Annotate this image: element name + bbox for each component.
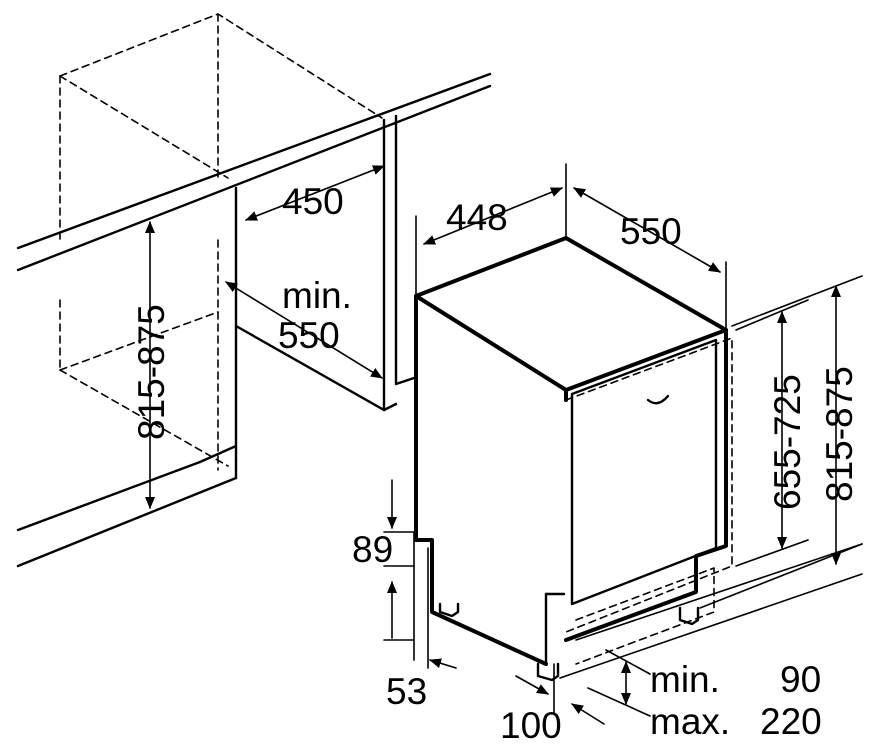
niche-height-label: 815-875	[131, 304, 172, 440]
foot-53-label: 53	[386, 671, 427, 712]
dishwasher-body	[414, 236, 733, 682]
plinth-max-value: 220	[760, 701, 822, 742]
niche-depth-dimension	[225, 281, 383, 379]
appliance-width-label: 448	[446, 197, 508, 238]
niche-width-label: 450	[282, 181, 344, 222]
door-height-dimension	[735, 299, 809, 567]
appliance-depth-dimension	[573, 187, 727, 331]
appliance-width-dimension	[415, 163, 567, 297]
appliance-height-label: 815-875	[819, 366, 860, 502]
niche-depth-label-value: 550	[278, 315, 340, 356]
niche-width-dimension	[245, 165, 385, 221]
plinth-max-label: max.	[650, 701, 730, 742]
niche-outline	[16, 13, 492, 568]
rear-offset-dimension	[515, 663, 605, 725]
plinth-min-label: min.	[650, 659, 720, 700]
foot-89-label: 89	[352, 529, 393, 570]
appliance-depth-label: 550	[620, 211, 682, 252]
rear-offset-label: 100	[500, 705, 562, 746]
appliance-height-dimension	[699, 275, 863, 609]
plinth-dimension	[559, 543, 863, 717]
plinth-min-value: 90	[780, 659, 821, 700]
niche-depth-label-min: min.	[282, 275, 352, 316]
door-height-label: 655-725	[767, 374, 808, 510]
foot-dimensions	[383, 479, 457, 669]
